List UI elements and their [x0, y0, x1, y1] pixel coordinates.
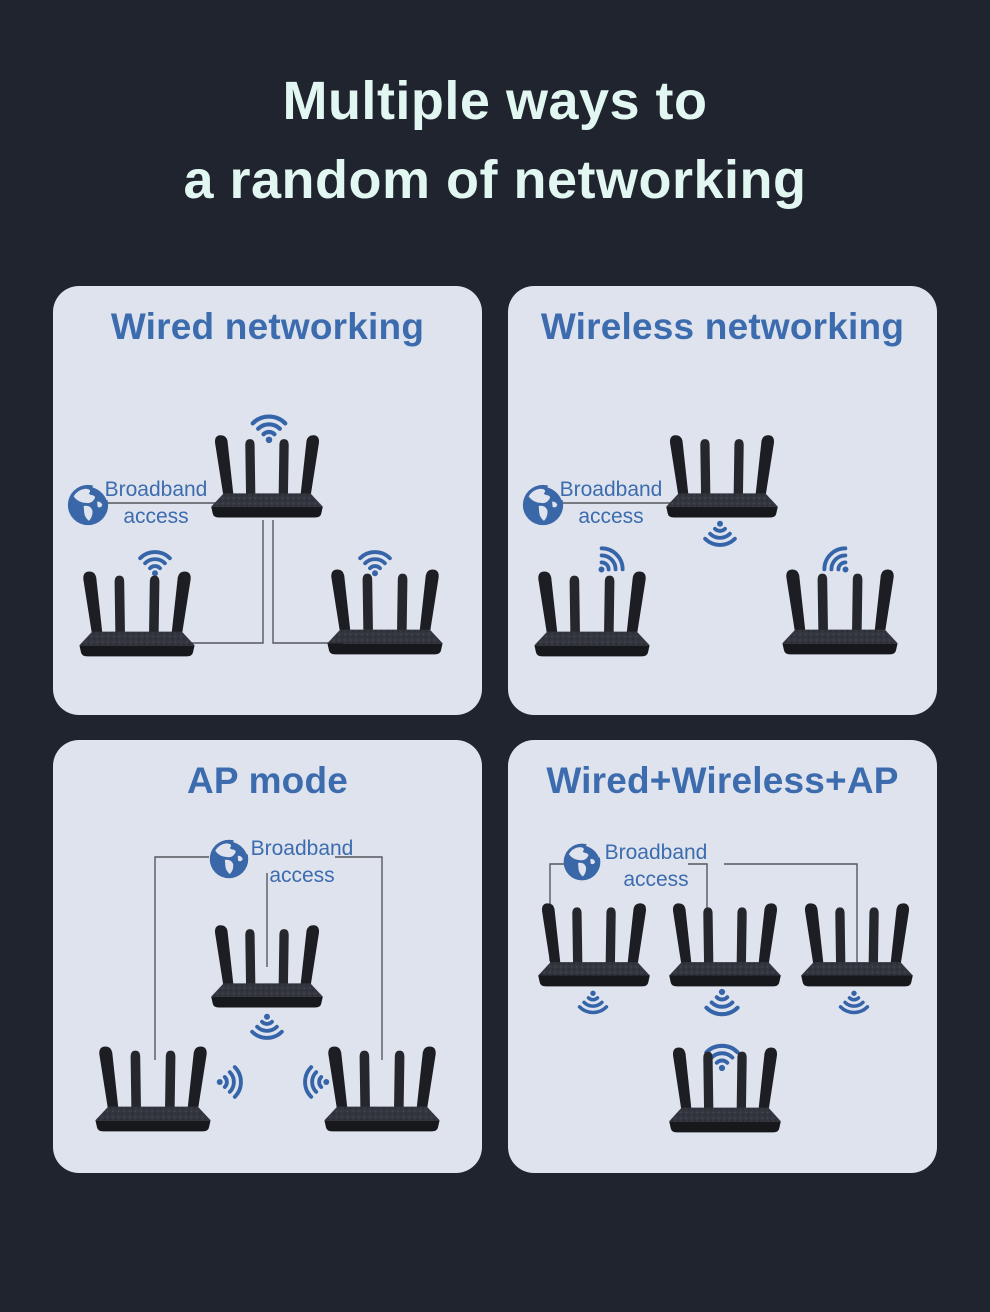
broadband-label-line2: access [623, 867, 689, 891]
wifi-down-icon [703, 519, 737, 547]
connector-lines [93, 502, 343, 644]
broadband-access-label: Broadband access [99, 477, 213, 530]
broadband-label-line2: access [123, 504, 189, 528]
wifi-down-icon [250, 1012, 284, 1040]
globe-icon [562, 842, 602, 882]
router-image [669, 1047, 781, 1133]
panel-title: Wired+Wireless+AP [546, 760, 899, 801]
router-image [211, 925, 323, 1008]
panel-wired-networking: Wired networking Broadband access [53, 286, 482, 715]
broadband-label-line1: Broadband [250, 837, 354, 860]
connector-lines [548, 502, 682, 504]
panel-title: AP mode [186, 760, 349, 801]
broadband-access-label: Broadband access [554, 477, 668, 530]
panel-ap-mode: AP mode Broadband access [53, 740, 482, 1173]
connector-lines [154, 856, 383, 1060]
broadband-access-label: Broadband access [243, 836, 361, 889]
router-image [211, 435, 323, 518]
router-image [324, 1046, 440, 1132]
broadband-label-line1: Broadband [104, 478, 208, 501]
page-title-line1: Multiple ways to [282, 71, 708, 131]
panel-wireless-networking: Wireless networking Broadband access [508, 286, 937, 715]
wifi-right-icon [215, 1065, 243, 1099]
router-image [801, 903, 913, 987]
broadband-label-line2: access [578, 504, 644, 528]
panel-title: Wireless networking [540, 306, 905, 347]
wifi-down-icon [700, 987, 744, 1031]
router-image [666, 435, 778, 518]
broadband-label-line2: access [269, 863, 335, 887]
broadband-label-line1: Broadband [559, 478, 663, 501]
router-image [782, 569, 898, 655]
page-title: Multiple ways to a random of networking [0, 62, 990, 220]
router-image [327, 569, 443, 655]
wifi-down-icon [577, 989, 609, 1015]
router-image [95, 1046, 211, 1132]
broadband-access-label: Broadband access [598, 840, 714, 893]
wifi-down-icon [838, 989, 870, 1015]
router-image [534, 571, 650, 657]
broadband-label-line1: Broadband [604, 841, 708, 864]
panel-title: Wired networking [110, 306, 425, 347]
page-title-line2: a random of networking [183, 150, 807, 210]
router-image [538, 903, 650, 987]
panel-wired-wireless-ap: Wired+Wireless+AP Broadband access [508, 740, 937, 1173]
router-image [79, 571, 195, 657]
router-image [669, 903, 781, 987]
